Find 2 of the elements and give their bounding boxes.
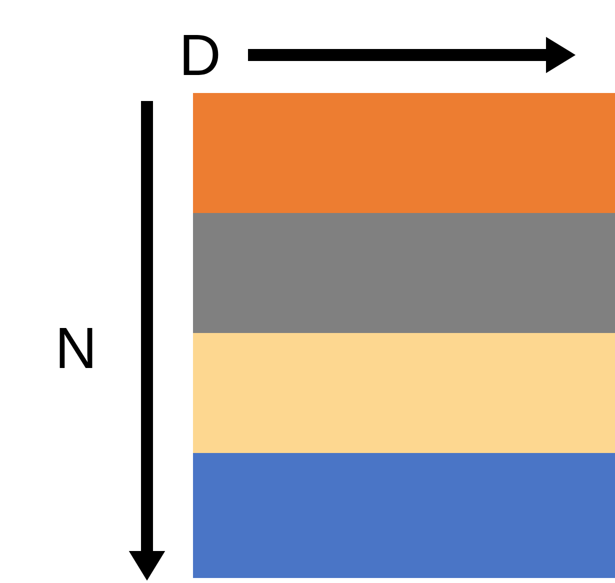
axis-label: D xyxy=(184,35,218,75)
axis-label: N xyxy=(60,328,92,368)
